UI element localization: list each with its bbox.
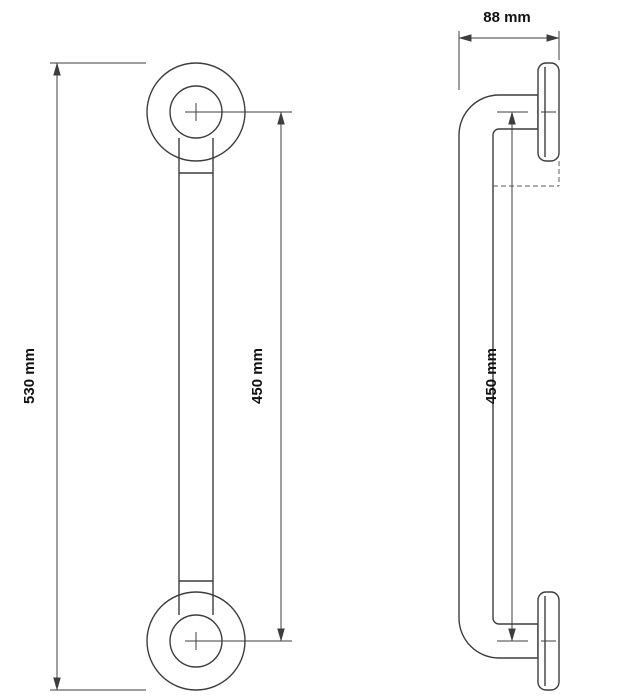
dim-530-label: 530 mm	[21, 348, 38, 404]
dim-88-label: 88 mm	[483, 9, 531, 26]
side-tube-outline	[458, 94, 539, 659]
side-view-dimensions	[458, 31, 560, 642]
side-view	[458, 62, 560, 691]
front-view-dimensions	[50, 62, 292, 691]
dim-450-front-label: 450 mm	[249, 348, 266, 404]
front-view	[146, 62, 246, 691]
dim-450-side-label: 450 mm	[483, 348, 500, 404]
front-tube	[178, 138, 214, 615]
dimension-labels: 530 mm 450 mm 88 mm 450 mm	[21, 9, 531, 404]
side-hidden-lines	[493, 161, 560, 187]
